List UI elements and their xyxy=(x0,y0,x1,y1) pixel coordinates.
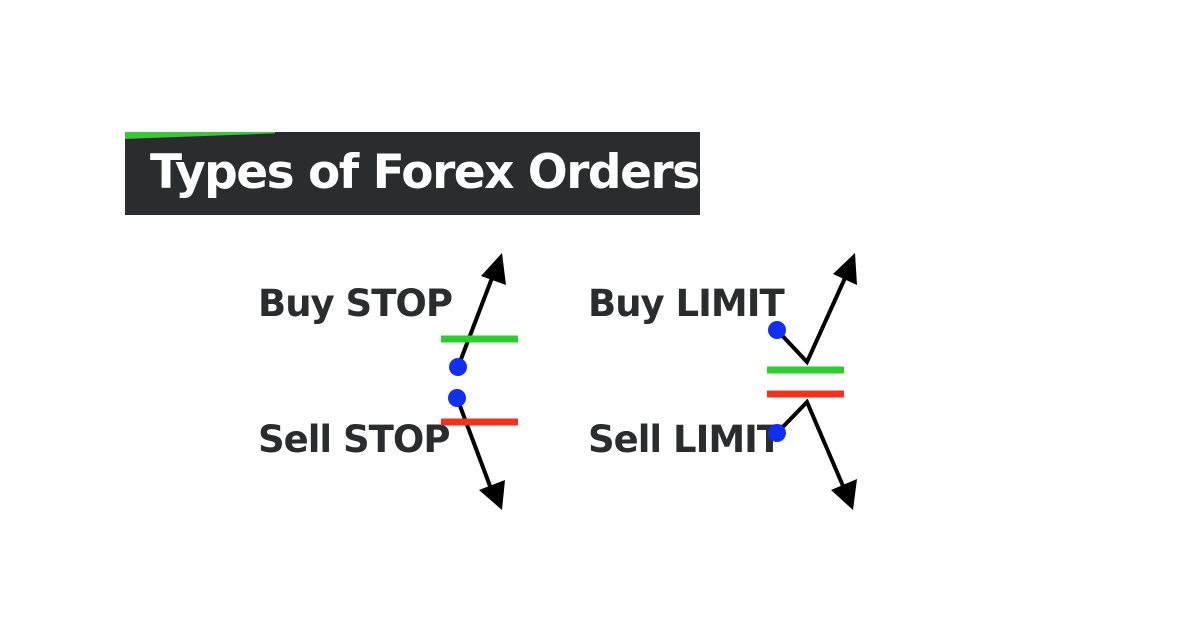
buy-limit-entry-dot xyxy=(768,321,786,339)
sell-stop-path xyxy=(455,397,492,487)
title-banner xyxy=(125,132,700,215)
buy-stop-arrowhead-icon xyxy=(481,253,506,285)
sell-stop-arrowhead-icon xyxy=(479,480,505,510)
page-title: Types of Forex Orders xyxy=(150,145,700,200)
buy-stop-path xyxy=(456,277,494,368)
buy-stop-label: Buy STOP xyxy=(258,282,453,325)
sell-stop-label: Sell STOP xyxy=(258,418,450,461)
buy-limit-label: Buy LIMIT xyxy=(588,282,785,325)
sell-limit-label: Sell LIMIT xyxy=(588,418,782,461)
sell-stop-entry-dot xyxy=(448,389,466,407)
title-accent-stripe xyxy=(125,132,275,139)
buy-stop-entry-dot xyxy=(449,358,467,376)
buy-limit-path xyxy=(775,277,847,366)
sell-limit-arrowhead-icon xyxy=(831,479,857,510)
buy-limit-arrowhead-icon xyxy=(833,253,857,285)
sell-limit-entry-dot xyxy=(768,424,786,442)
sell-limit-path xyxy=(775,398,845,487)
